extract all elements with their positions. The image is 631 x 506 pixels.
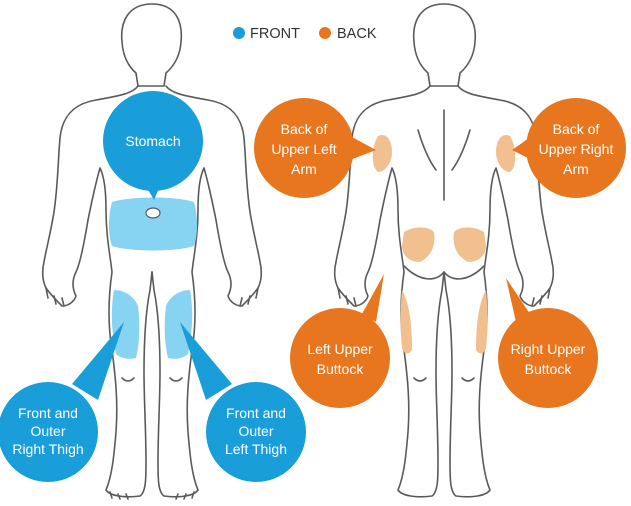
- left-thigh-label-line3: Left Thigh: [225, 441, 287, 457]
- legend-front-label: FRONT: [250, 26, 300, 42]
- back-body-figure: [333, 3, 555, 498]
- upper-left-arm-callout-pointer: [350, 136, 376, 160]
- stomach-callout: Stomach: [103, 91, 203, 200]
- upper-left-arm-callout: Back of Upper Left Arm: [254, 98, 376, 198]
- legend: FRONT BACK: [233, 26, 377, 42]
- legend-back-swatch: [319, 27, 331, 39]
- upper-right-arm-callout: Back of Upper Right Arm: [512, 98, 626, 198]
- stomach-zone: [109, 197, 197, 251]
- right-thigh-zone: [111, 290, 140, 359]
- left-buttock-callout-bubble: [290, 308, 390, 408]
- right-buttock-zone: [453, 227, 486, 262]
- upper-left-arm-label-line3: Arm: [291, 161, 317, 177]
- back-injection-zones: [372, 134, 516, 354]
- upper-right-arm-callout-bubble: [526, 98, 626, 198]
- left-buttock-zone: [402, 227, 435, 262]
- legend-back-label: BACK: [337, 26, 377, 42]
- left-thigh-label-line1: Front and: [226, 405, 286, 421]
- right-thigh-callout: Front and Outer Right Thigh: [0, 322, 124, 482]
- left-thigh-callout: Front and Outer Left Thigh: [180, 322, 306, 482]
- navel-mark: [145, 207, 161, 219]
- upper-left-arm-label-line1: Back of: [281, 121, 328, 137]
- right-buttock-callout-bubble: [498, 308, 598, 408]
- upper-left-arm-callout-bubble: [254, 98, 354, 198]
- right-thigh-callout-pointer: [72, 322, 124, 400]
- upper-right-arm-zone: [496, 134, 516, 172]
- left-buttock-callout: Left Upper Buttock: [290, 274, 390, 408]
- right-buttock-callout-pointer: [506, 278, 530, 322]
- upper-right-arm-label-line1: Back of: [553, 121, 600, 137]
- upper-right-arm-label-line3: Arm: [563, 161, 589, 177]
- stomach-callout-bubble: [103, 91, 203, 191]
- left-buttock-label-line2: Buttock: [317, 361, 365, 377]
- left-thigh-label-line2: Outer: [238, 423, 273, 439]
- right-buttock-label-line1: Right Upper: [511, 341, 586, 357]
- right-thigh-label-line3: Right Thigh: [12, 441, 83, 457]
- left-thigh-callout-pointer: [180, 322, 232, 400]
- upper-left-arm-label-line2: Upper Left: [271, 141, 336, 157]
- right-thigh-label-line1: Front and: [18, 405, 78, 421]
- left-back-thigh-zone: [400, 290, 412, 354]
- legend-front-swatch: [233, 27, 245, 39]
- right-back-thigh-zone: [476, 290, 488, 354]
- left-thigh-callout-bubble: [206, 382, 306, 482]
- left-thigh-zone: [164, 290, 193, 359]
- front-injection-zones: [109, 197, 197, 359]
- upper-left-arm-zone: [372, 134, 392, 172]
- right-thigh-callout-bubble: [0, 382, 98, 482]
- right-buttock-callout: Right Upper Buttock: [498, 278, 598, 408]
- left-buttock-callout-pointer: [362, 274, 384, 322]
- right-thigh-label-line2: Outer: [30, 423, 65, 439]
- upper-right-arm-label-line2: Upper Right: [539, 141, 614, 157]
- stomach-label: Stomach: [125, 133, 180, 149]
- right-buttock-label-line2: Buttock: [525, 361, 573, 377]
- left-buttock-label-line1: Left Upper: [307, 341, 373, 357]
